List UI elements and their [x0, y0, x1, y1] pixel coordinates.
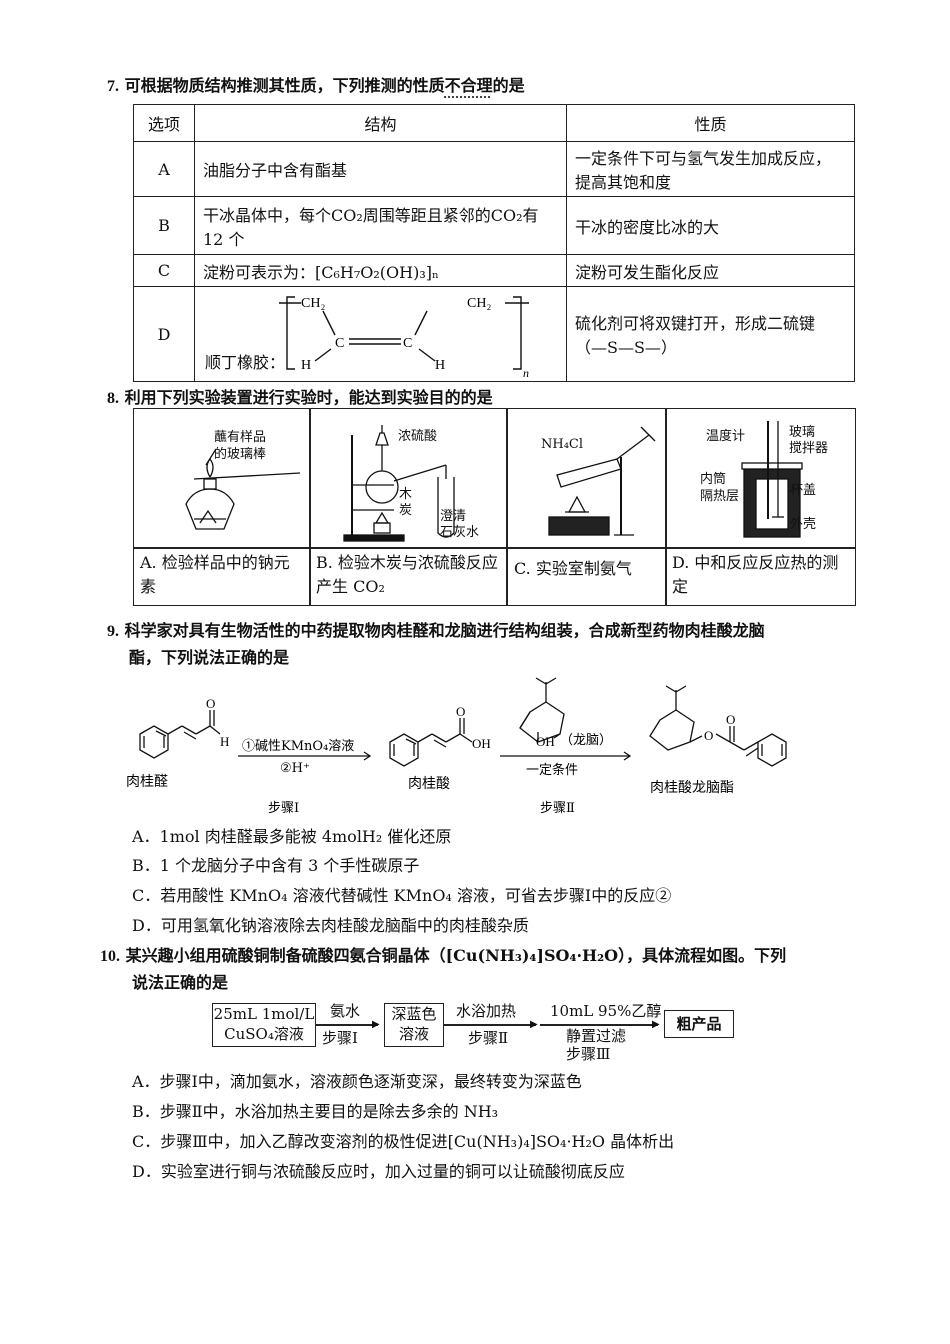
q7-d-n: n	[523, 366, 529, 380]
q7-row-option: B	[133, 196, 195, 255]
q7-table: 选项 结构 性质 A 油脂分子中含有酯基 一定条件下可与氢气发生加成反应，提高其…	[133, 104, 855, 382]
q7-stem-a: 可根据物质结构推测其性质，下列推测的性质	[124, 76, 445, 95]
q8-d-lid: 杯盖	[790, 483, 817, 498]
q9-atom-o4: O	[726, 712, 735, 727]
flow-arrow3	[540, 1024, 658, 1026]
q7-d-label: 顺丁橡胶：	[205, 353, 286, 372]
q7-d-c-right: C	[403, 336, 412, 351]
q7-d-ch2-right: CH₂	[467, 296, 491, 311]
q7-row-option: C	[133, 254, 195, 287]
q7-row-structure: 淀粉可表示为：[C₆H₇O₂(OH)₃]ₙ	[194, 254, 567, 287]
q9-step1: 步骤Ⅰ	[268, 801, 299, 816]
q8-c-label: NH₄Cl	[541, 437, 584, 452]
q9-option-a: A．1mol 肉桂醛最多能被 4molH₂ 催化还原	[132, 827, 452, 846]
q9-cmpd2: 肉桂酸	[408, 776, 450, 792]
q9-atom-o2: O	[456, 704, 465, 719]
q9-reagent-1: ①碱性KMnO₄溶液	[242, 739, 354, 754]
calorimeter-figure	[741, 421, 803, 538]
q7-header-structure: 结构	[194, 104, 567, 142]
q7-row-property: 硫化剂可将双键打开，形成二硫键（—S—S—）	[566, 286, 855, 382]
q10-option-c: C．步骤Ⅲ中，加入乙醇改变溶剂的极性促进[Cu(NH₃)₄]SO₄·H₂O 晶体…	[132, 1132, 675, 1151]
table-row: A 油脂分子中含有酯基 一定条件下可与氢气发生加成反应，提高其饱和度	[133, 141, 855, 197]
q7-d-h-right: H	[435, 358, 445, 373]
ammonia-preparation-apparatus-figure	[548, 426, 656, 536]
q8-b-label-tan: 炭	[399, 503, 413, 518]
q9-borneol-label: （龙脑）	[560, 733, 612, 748]
q9-step2: 步骤Ⅱ	[540, 801, 575, 816]
flow-arrow1-head: ▶	[372, 1019, 380, 1030]
q10-option-a: A．步骤Ⅰ中，滴加氨水，溶液颜色逐渐变深，最终转变为深蓝色	[132, 1072, 582, 1091]
q9-option-c: C．若用酸性 KMnO₄ 溶液代替碱性 KMnO₄ 溶液，可省去步骤Ⅰ中的反应②	[132, 886, 672, 905]
q9-atom-oh1: OH	[472, 736, 491, 751]
q8-caption-b: B. 检验木炭与浓硫酸反应产生 CO₂	[316, 553, 498, 596]
q8-stem: 8. 利用下列实验装置进行实验时，能达到实验目的的是	[107, 388, 493, 407]
flow-arrow3-top: 10mL 95%乙醇	[550, 1002, 662, 1020]
q9-stem: 9. 科学家对具有生物活性的中药提取物肉桂醛和龙脑进行结构组装，合成新型药物肉桂…	[107, 621, 765, 667]
q8-b-label-limewater: 澄清 石灰水	[440, 509, 480, 540]
q7-header-option: 选项	[133, 104, 195, 142]
q7-row-structure: 顺丁橡胶： CH₂ CH₂ C C H	[194, 286, 567, 382]
q7-row-property: 淀粉可发生酯化反应	[566, 254, 855, 287]
q8-d-shell: 外壳	[790, 517, 817, 532]
flow-arrow1-top: 氨水	[330, 1002, 361, 1020]
q7-d-c-left: C	[335, 336, 344, 351]
flow-arrow3-head: ▶	[652, 1019, 660, 1030]
table-row: C 淀粉可表示为：[C₆H₇O₂(OH)₃]ₙ 淀粉可发生酯化反应	[133, 254, 855, 287]
flow-arrow2-head: ▶	[530, 1019, 538, 1030]
cis-polybutadiene-structure: CH₂ CH₂ C C H H n	[279, 296, 529, 380]
q7-row-structure: 油脂分子中含有酯基	[194, 141, 567, 197]
flow-box-cuso4: 25mL 1mol/L CuSO₄溶液	[212, 1003, 316, 1047]
flow-arrow2-top: 水浴加热	[456, 1002, 517, 1020]
q10-option-d: D．实验室进行铜与浓硫酸反应时，加入过量的铜可以让硫酸彻底反应	[132, 1162, 625, 1181]
q7-row-option: A	[133, 141, 195, 197]
q9-atom-o3: O	[704, 728, 713, 743]
alcohol-lamp-flame-test-figure	[185, 448, 301, 530]
table-row: D 顺丁橡胶： CH₂ CH₂ C C	[133, 286, 855, 382]
q8-caption-a: A. 检验样品中的钠元素	[140, 553, 290, 596]
q8-caption-d: D. 中和反应反应热的测定	[672, 553, 839, 596]
q7-stem-b: 的是	[492, 76, 525, 95]
q7-stem: 7. 可根据物质结构推测其性质，下列推测的性质不合理的是	[107, 76, 525, 95]
q10-option-b: B．步骤Ⅱ中，水浴加热主要目的是除去多余的 NH₃	[132, 1102, 499, 1121]
q7-row-property: 干冰的密度比冰的大	[566, 196, 855, 255]
charcoal-sulfuric-acid-apparatus-figure	[343, 425, 455, 542]
q9-cmpd3: 肉桂酸龙脑酯	[650, 780, 734, 796]
q9-reagent-2: ②H⁺	[280, 761, 310, 776]
flow-box-product: 粗产品	[664, 1010, 734, 1038]
q7-header-property: 性质	[566, 104, 855, 142]
flow-arrow1-bottom: 步骤Ⅰ	[322, 1029, 358, 1047]
q7-d-ch2-left: CH₂	[301, 296, 325, 311]
q9-atom-h: H	[220, 734, 229, 749]
q8-b-label-acid: 浓硫酸	[398, 429, 438, 444]
q7-d-h-left: H	[301, 358, 311, 373]
q7-row-structure: 干冰晶体中，每个CO₂周围等距且紧邻的CO₂有 12 个	[194, 196, 567, 255]
q8-b-label-mu: 木	[399, 487, 413, 502]
q7-row-property: 一定条件下可与氢气发生加成反应，提高其饱和度	[566, 141, 855, 197]
flow-arrow2	[444, 1024, 536, 1026]
q9-condition: 一定条件	[526, 762, 578, 778]
table-row: B 干冰晶体中，每个CO₂周围等距且紧邻的CO₂有 12 个 干冰的密度比冰的大	[133, 196, 855, 255]
flow-arrow1	[316, 1024, 378, 1026]
q8-d-inner: 内筒 隔热层	[700, 472, 740, 504]
q8-a-label: 蘸有样品 的玻璃棒	[214, 430, 267, 462]
q9-cmpd1: 肉桂醛	[126, 774, 168, 790]
q9-option-b: B．1 个龙脑分子中含有 3 个手性碳原子	[132, 856, 420, 875]
q8-caption-c: C. 实验室制氨气	[514, 559, 632, 578]
q9-atom-o1: O	[206, 696, 215, 711]
q7-row-option: D	[133, 286, 195, 382]
q9-option-d: D．可用氢氧化钠溶液除去肉桂酸龙脑酯中的肉桂酸杂质	[132, 916, 529, 935]
q8-d-thermometer: 温度计	[706, 429, 746, 444]
q9-reaction-scheme: H O O OH OH O O ①碱性KMnO₄溶液 ②H⁺ （龙脑） 一定条件…	[126, 677, 787, 816]
q10-stem: 10. 某兴趣小组用硫酸铜制备硫酸四氨合铜晶体（[Cu(NH₃)₄]SO₄·H₂…	[100, 946, 787, 992]
q7-stem-emph: 不合理	[444, 76, 493, 95]
q8-apparatus-grid: 蘸有样品 的玻璃棒 浓硫酸 木 炭 澄清 石灰水	[133, 408, 856, 606]
q9-atom-oh2: OH	[536, 734, 555, 749]
q7-header-row: 选项 结构 性质	[133, 104, 855, 142]
flow-box-deepblue: 深蓝色 溶液	[384, 1003, 444, 1047]
flow-arrow3-bottom: 静置过滤 步骤Ⅲ	[566, 1027, 627, 1063]
q8-d-stirrer: 玻璃 搅拌器	[789, 425, 829, 456]
flow-arrow2-bottom: 步骤Ⅱ	[468, 1029, 509, 1047]
